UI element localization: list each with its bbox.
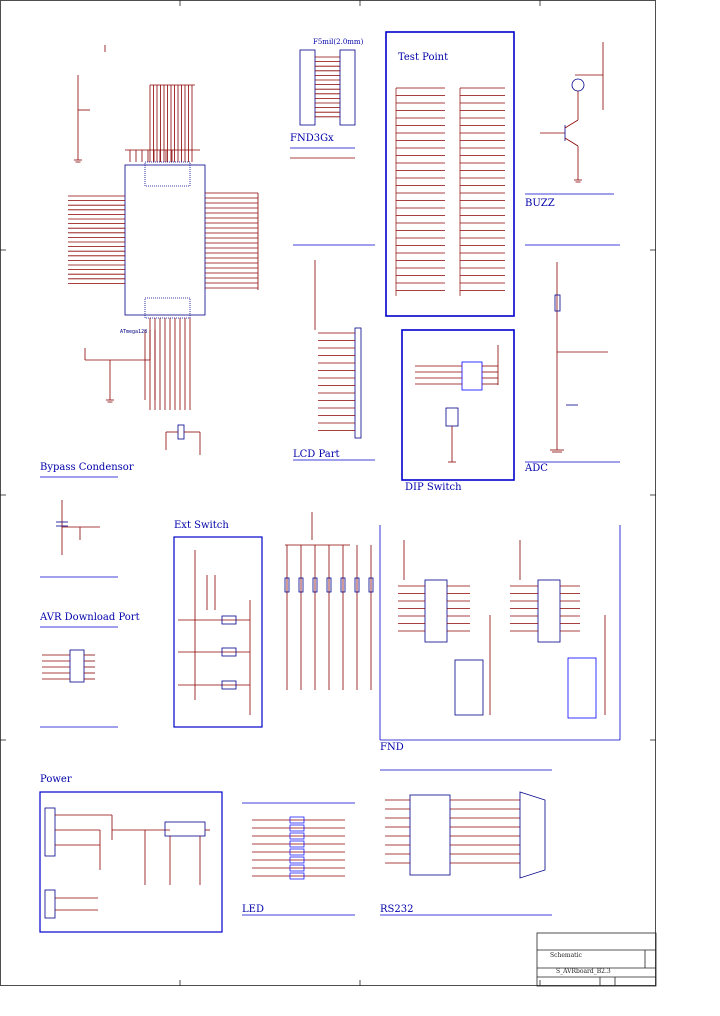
led-block: [242, 802, 355, 916]
title-block: [536, 932, 657, 987]
power-box: [39, 791, 223, 933]
bypass-block: [40, 476, 118, 578]
buzz-title: BUZZ: [525, 198, 555, 209]
fnd-title: FND: [380, 742, 404, 753]
adc-title: ADC: [525, 463, 548, 474]
sheet-border: [0, 0, 656, 986]
title-block-schematic: Schematic: [550, 952, 582, 959]
mcu-block: [68, 45, 259, 455]
rs232-title: RS232: [380, 904, 414, 915]
fnd-block: [379, 525, 621, 741]
border-ticks: [0, 0, 656, 986]
adc-block: [525, 244, 620, 463]
title-block-file: S_AVRboard_B2.3: [556, 968, 611, 975]
dip-switch-parts: [415, 345, 499, 463]
fnd3gx-title: FND3Gx: [290, 133, 334, 144]
avr-download-block: [40, 626, 118, 728]
ext-switch-title: Ext Switch: [174, 520, 229, 531]
led-title: LED: [242, 904, 264, 915]
power-parts: [44, 807, 210, 919]
test-point-box: [385, 31, 515, 317]
dip-switch-box: [401, 329, 515, 481]
dip-switch-title: DIP Switch: [405, 482, 462, 493]
lcd-part-title: LCD Part: [293, 449, 340, 460]
bypass-title: Bypass Condensor: [40, 462, 134, 473]
header-pitch-label: F5mil(2.0mm): [313, 38, 364, 46]
led-matrix-block: [284, 512, 374, 690]
power-title: Power: [40, 774, 72, 785]
svg-text:ATmega128: ATmega128: [120, 329, 147, 335]
mcu-part-label: ATmega128: [120, 329, 147, 335]
ext-switch-parts: [178, 550, 251, 715]
fnd3gx-header: [290, 49, 356, 159]
lcd-block: [293, 244, 375, 461]
avr-download-title: AVR Download Port: [40, 612, 140, 623]
test-point-nets: [395, 87, 505, 296]
ext-switch-box: [173, 536, 263, 728]
rs232-block: [380, 769, 552, 916]
test-point-title: Test Point: [398, 52, 449, 63]
buzz-block: [525, 42, 614, 195]
